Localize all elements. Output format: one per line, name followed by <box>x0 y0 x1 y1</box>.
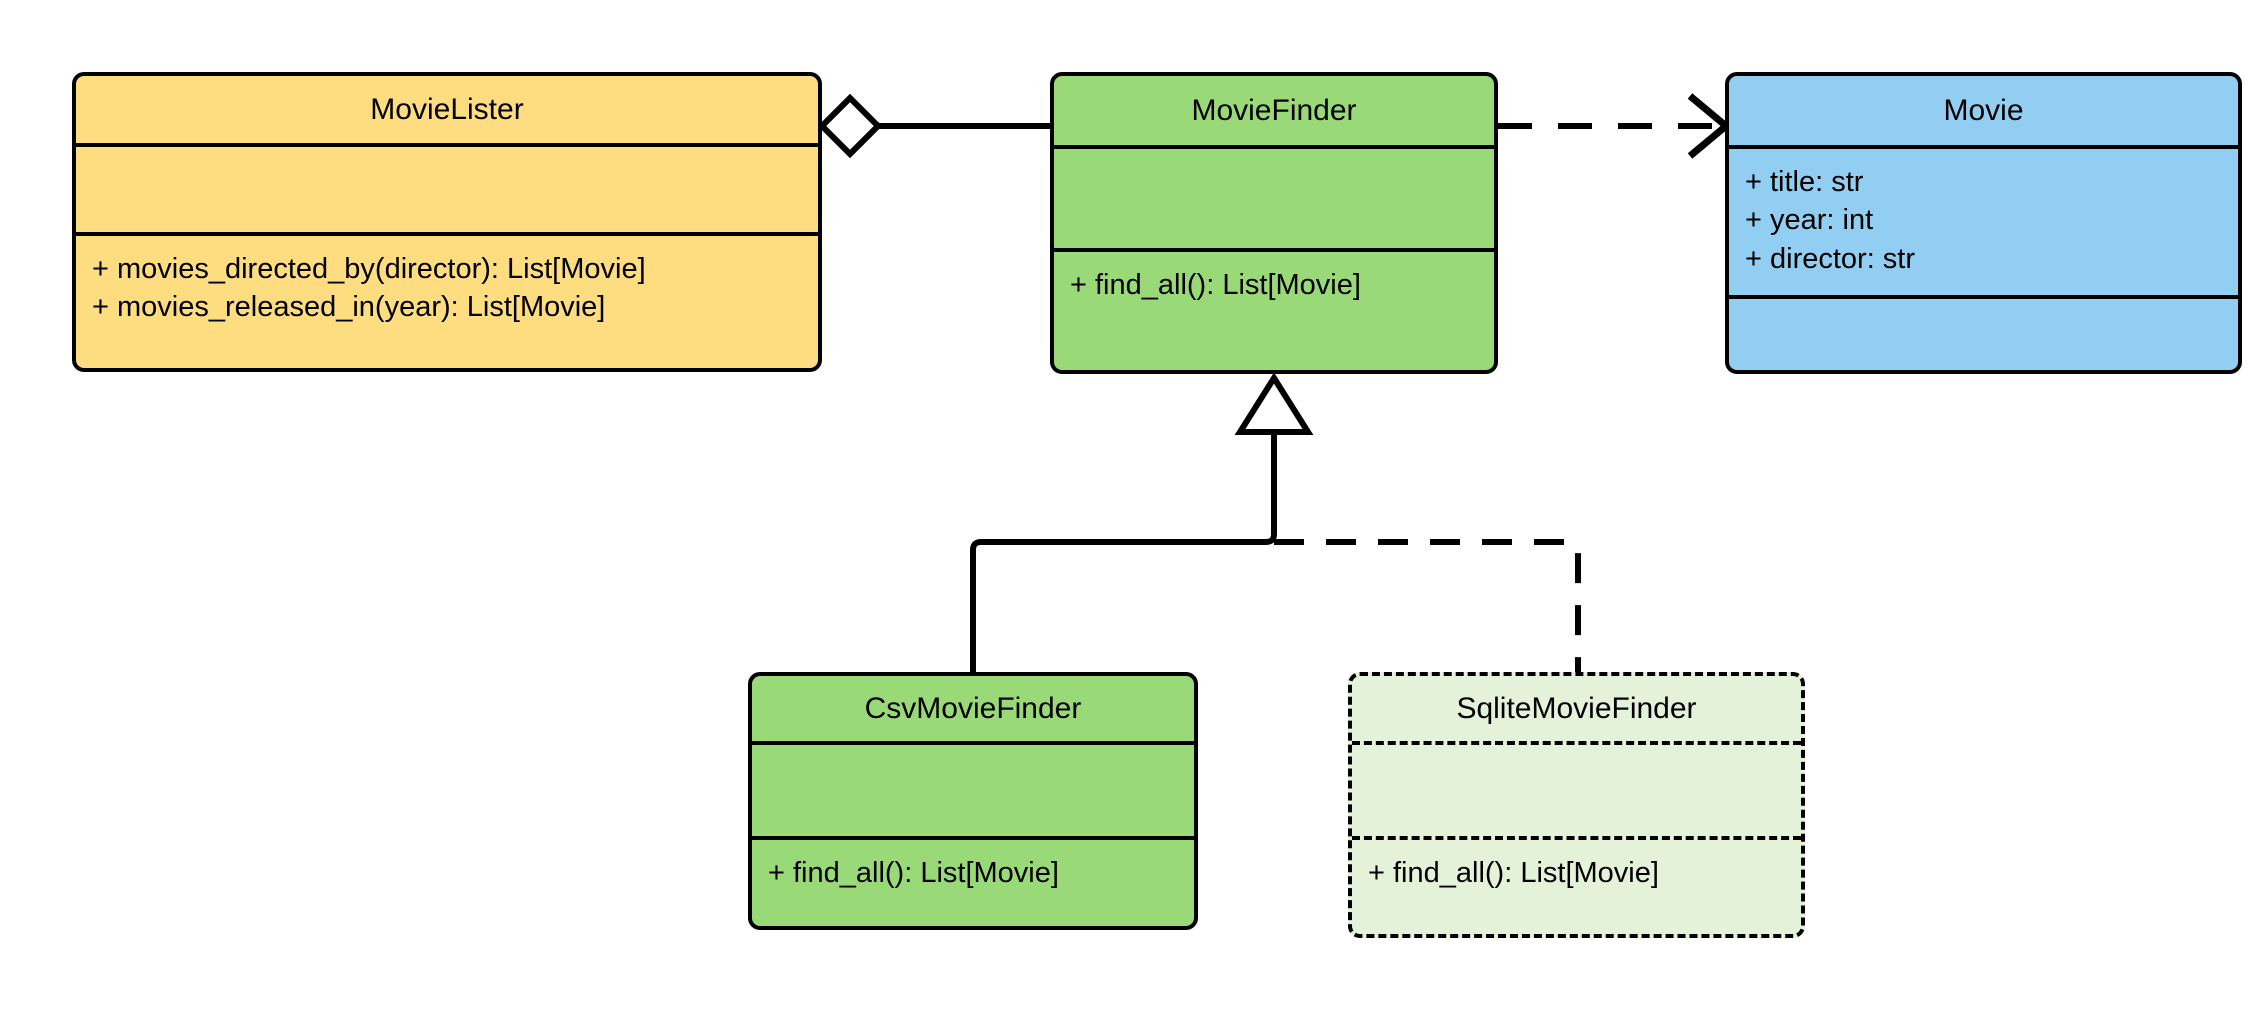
edge-generalization-hub <box>1234 372 1314 524</box>
attributes-sqlite-movie-finder <box>1352 745 1801 840</box>
class-box-csv-movie-finder[interactable]: CsvMovieFinder + find_all(): List[Movie] <box>748 672 1198 930</box>
attributes-movie: + title: str + year: int + director: str <box>1729 149 2238 299</box>
attributes-movie-finder <box>1054 149 1494 252</box>
method-item: + find_all(): List[Movie] <box>1070 269 1361 301</box>
class-title: Movie <box>1943 94 2024 127</box>
open-arrow-marker <box>1687 93 1732 159</box>
generalization-branch-solid <box>970 524 1277 672</box>
method-item: + movies_released_in(year): List[Movie] <box>92 291 606 324</box>
class-name-movie: Movie <box>1729 76 2238 149</box>
class-name-movie-finder: MovieFinder <box>1054 76 1494 149</box>
methods-movie <box>1729 299 2238 370</box>
generalization-branch-dashed <box>1274 539 1581 672</box>
class-box-movie[interactable]: Movie + title: str + year: int + directo… <box>1725 72 2242 374</box>
method-item: + movies_directed_by(director): List[Mov… <box>92 253 646 285</box>
class-name-csv-movie-finder: CsvMovieFinder <box>752 676 1194 745</box>
attributes-csv-movie-finder <box>752 745 1194 840</box>
attribute-item: + title: str <box>1745 166 1864 198</box>
class-box-sqlite-movie-finder[interactable]: SqliteMovieFinder + find_all(): List[Mov… <box>1348 672 1805 938</box>
edge-generalization-sqlite[interactable] <box>1274 539 1581 672</box>
methods-movie-finder: + find_all(): List[Movie] <box>1054 252 1494 370</box>
class-title: CsvMovieFinder <box>864 692 1082 725</box>
attribute-item: + year: int <box>1745 204 1874 237</box>
method-item: + find_all(): List[Movie] <box>1368 857 1659 889</box>
edge-aggregation-lister-finder[interactable] <box>817 93 1050 159</box>
class-name-movie-lister: MovieLister <box>76 76 818 147</box>
methods-movie-lister: + movies_directed_by(director): List[Mov… <box>76 236 818 368</box>
method-item: + find_all(): List[Movie] <box>768 857 1059 889</box>
class-title: SqliteMovieFinder <box>1456 692 1697 725</box>
edge-dependency-finder-movie[interactable] <box>1498 93 1732 159</box>
edge-generalization-csv[interactable] <box>970 524 1277 672</box>
hollow-triangle-marker <box>1234 372 1314 435</box>
class-title: MovieFinder <box>1191 94 1357 127</box>
attributes-movie-lister <box>76 147 818 236</box>
class-box-movie-lister[interactable]: MovieLister + movies_directed_by(directo… <box>72 72 822 372</box>
class-box-movie-finder[interactable]: MovieFinder + find_all(): List[Movie] <box>1050 72 1498 374</box>
methods-sqlite-movie-finder: + find_all(): List[Movie] <box>1352 840 1801 934</box>
class-title: MovieLister <box>370 93 524 126</box>
methods-csv-movie-finder: + find_all(): List[Movie] <box>752 840 1194 926</box>
hollow-diamond-marker <box>817 93 883 159</box>
class-name-sqlite-movie-finder: SqliteMovieFinder <box>1352 676 1801 745</box>
attribute-item: + director: str <box>1745 242 1916 275</box>
